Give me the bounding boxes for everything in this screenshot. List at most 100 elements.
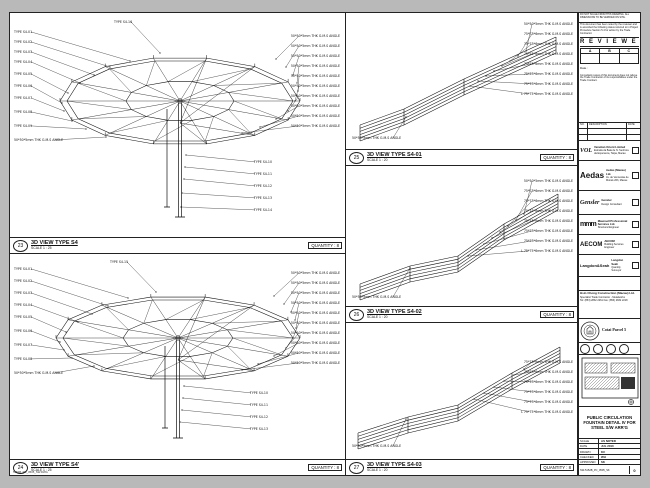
svg-text:50*50*5mm THK G.M.S ANGLE: 50*50*5mm THK G.M.S ANGLE [291, 114, 340, 118]
svg-text:75*75*6mm THK G.M.S ANGLE: 75*75*6mm THK G.M.S ANGLE [524, 189, 573, 193]
field-date: DATE JUL 2010 [579, 443, 640, 449]
svg-text:50*50*5mm THK G.M.S ANGLE: 50*50*5mm THK G.M.S ANGLE [291, 321, 340, 325]
svg-text:TYPE S4-05: TYPE S4-05 [13, 72, 32, 76]
detail-number-bubble: 26 [349, 308, 364, 321]
drawing-canvas-s4-03: 75*75*6mm THK G.M.S ANGLE 75*75*6mm THK G… [352, 346, 573, 450]
view-scale: SCALE 1 : 20 [367, 157, 388, 162]
svg-text:75*75*6mm THK G.M.S ANGLE: 75*75*6mm THK G.M.S ANGLE [524, 82, 573, 86]
svg-text:50*50*5mm THK G.M.S ANGLE: 50*50*5mm THK G.M.S ANGLE [291, 351, 340, 355]
panel-title-strip: 23 3D VIEW TYPE S4 SCALE 1 : 25 QUANTITY… [10, 237, 345, 253]
checkbox [632, 221, 639, 228]
svg-text:50*50*5mm THK G.M.S ANGLE: 50*50*5mm THK G.M.S ANGLE [291, 311, 340, 315]
field-drawn: DRAWN KC [579, 448, 640, 454]
field-scale: SCALE AS NOTED [580, 439, 616, 444]
svg-text:75*75*6mm THK G.M.S ANGLE: 75*75*6mm THK G.M.S ANGLE [524, 62, 573, 66]
detail-number-bubble: 27 [349, 461, 364, 474]
view-title: 3D VIEW TYPE S4-03 [367, 461, 422, 468]
svg-text:75*75*6mm THK G.M.S ANGLE: 75*75*6mm THK G.M.S ANGLE [524, 199, 573, 203]
view-title: 3D VIEW TYPE S4 [31, 239, 78, 246]
detail-number-bubble: 24 [13, 461, 28, 474]
plot-file-note: 5152B_PC_0505_SW.DWG [13, 470, 48, 474]
company-structural: mmm Maunsell Professional Services Ltd.S… [579, 215, 640, 235]
revision-row [579, 128, 640, 134]
quantity-label: QUANTITY : 8 [308, 242, 342, 249]
quantity-label: QUANTITY : 8 [540, 311, 574, 318]
svg-text:50*50*5mm THK G.M.S ANGLE: 50*50*5mm THK G.M.S ANGLE [14, 138, 63, 142]
quantity-label: QUANTITY : 8 [308, 464, 342, 471]
svg-text:TYPE S4-16: TYPE S4-16 [113, 20, 132, 24]
status-tick-row [580, 52, 639, 64]
svg-text:TYPE S4-11: TYPE S4-11 [253, 172, 272, 176]
svg-text:TYPE S4-04: TYPE S4-04 [13, 60, 32, 64]
view-scale: SCALE 1 : 20 [367, 314, 388, 319]
aedas-logo: Aedas [580, 171, 605, 180]
svg-text:75*75*6mm THK G.M.S ANGLE: 75*75*6mm THK G.M.S ANGLE [524, 380, 573, 384]
panel-3d-view-s4-03: 75*75*6mm THK G.M.S ANGLE 75*75*6mm THK G… [346, 323, 578, 475]
drawing-canvas-s4-02: 50*50*5mm THK G.M.S ANGLE 75*75*6mm THK G… [352, 179, 573, 301]
title-block: DO NOT SCALE FROM THIS DRAWING. ALL DIME… [578, 13, 640, 475]
svg-text:75*75*6mm THK G.M.S ANGLE: 75*75*6mm THK G.M.S ANGLE [524, 360, 573, 364]
panel-3d-view-s4-01: 50*50*5mm THK G.M.S ANGLE 75*75*6mm THK G… [346, 13, 578, 166]
svg-text:50*50*5mm THK G.M.S ANGLE: 50*50*5mm THK G.M.S ANGLE [291, 34, 340, 38]
svg-text:TYPE S4-07: TYPE S4-07 [13, 96, 32, 100]
svg-text:TYPE S4-07: TYPE S4-07 [13, 343, 32, 347]
reviewed-title: R E V I E W E D [580, 36, 640, 47]
svg-text:75*75*6mm THK G.M.S ANGLE: 75*75*6mm THK G.M.S ANGLE [524, 390, 573, 394]
svg-text:TYPE S4-10: TYPE S4-10 [253, 160, 272, 164]
panel-title-strip: 24 3D VIEW TYPE S4' SCALE 1 : 25 QUANTIT… [10, 459, 345, 475]
empty-consultant-slot [579, 277, 640, 291]
svg-text:TYPE S4-10: TYPE S4-10 [249, 391, 268, 395]
view-scale: SCALE 1 : 25 [31, 467, 52, 472]
stamp-circle-icon [619, 343, 629, 354]
checkbox [632, 172, 639, 179]
svg-text:50*50*5mm THK G.M.S ANGLE: 50*50*5mm THK G.M.S ANGLE [291, 341, 340, 345]
svg-text:50*50*5mm THK G.M.S ANGLE: 50*50*5mm THK G.M.S ANGLE [352, 444, 401, 448]
aecom-logo: AECOM [580, 241, 603, 248]
svg-text:TYPE S4-15: TYPE S4-15 [109, 260, 128, 264]
stamp-circle-icon [580, 343, 590, 354]
svg-text:50*50*5mm THK G.M.S ANGLE: 50*50*5mm THK G.M.S ANGLE [291, 291, 340, 295]
svg-text:75*75*6mm THK G.M.S ANGLE: 75*75*6mm THK G.M.S ANGLE [524, 42, 573, 46]
panel-title-strip: 25 3D VIEW TYPE S4-01 SCALE 1 : 20 QUANT… [346, 149, 577, 165]
svg-text:L 75*75*6mm THK G.M.S ANGLE: L 75*75*6mm THK G.M.S ANGLE [521, 249, 573, 253]
svg-text:TYPE S4-03: TYPE S4-03 [13, 291, 32, 295]
stamp-footnote: Consultant review of this document does … [580, 73, 638, 83]
svg-text:50*50*5mm THK G.M.S ANGLE: 50*50*5mm THK G.M.S ANGLE [524, 22, 573, 26]
gensler-logo: Gensler [580, 199, 600, 206]
drawing-title: PUBLIC CIRCULATION FOUNTAIN DETAIL IV FO… [579, 407, 640, 439]
svg-text:50*50*5mm THK G.M.S ANGLE: 50*50*5mm THK G.M.S ANGLE [291, 84, 340, 88]
quantity-label: QUANTITY : 8 [540, 154, 574, 161]
svg-text:50*50*5mm THK G.M.S ANGLE: 50*50*5mm THK G.M.S ANGLE [352, 136, 401, 140]
panel-title-strip: 26 3D VIEW TYPE S4-02 SCALE 1 : 20 QUANT… [346, 306, 577, 322]
svg-text:TYPE S4-06: TYPE S4-06 [13, 84, 32, 88]
drawing-canvas-s4-01: 50*50*5mm THK G.M.S ANGLE 75*75*6mm THK G… [352, 22, 573, 142]
svg-text:50*50*5mm THK G.M.S ANGLE: 50*50*5mm THK G.M.S ANGLE [291, 74, 340, 78]
svg-text:50*50*5mm THK G.M.S ANGLE: 50*50*5mm THK G.M.S ANGLE [291, 124, 340, 128]
drawing-number-strip: SW-5152B_PC_0505_SK 0 [579, 465, 640, 475]
svg-text:75*75*6mm THK G.M.S ANGLE: 75*75*6mm THK G.M.S ANGLE [524, 72, 573, 76]
revision-header: NO. DESCRIPTION DATE [580, 123, 635, 128]
stamp-circle-icon [593, 343, 603, 354]
project-seal-text: Cotai Parcel 5 [602, 327, 627, 333]
svg-text:50*50*5mm THK G.M.S ANGLE: 50*50*5mm THK G.M.S ANGLE [352, 295, 401, 299]
svg-text:TYPE S4-01: TYPE S4-01 [13, 30, 32, 34]
svg-text:50*50*5mm THK G.M.S ANGLE: 50*50*5mm THK G.M.S ANGLE [291, 44, 340, 48]
view-title: 3D VIEW TYPE S4' [31, 461, 80, 468]
svg-text:TYPE S4-05: TYPE S4-05 [13, 315, 32, 319]
status-a: A [581, 48, 601, 53]
svg-text:75*75*6mm THK G.M.S ANGLE: 75*75*6mm THK G.M.S ANGLE [524, 400, 573, 404]
view-scale: SCALE 1 : 20 [367, 467, 388, 472]
svg-text:75*75*6mm THK G.M.S ANGLE: 75*75*6mm THK G.M.S ANGLE [524, 219, 573, 223]
revision-table: NO. DESCRIPTION DATE [579, 123, 640, 141]
svg-text:L 75*75*6mm THK G.M.S ANGLE: L 75*75*6mm THK G.M.S ANGLE [521, 92, 573, 96]
checkbox [632, 262, 639, 269]
svg-text:TYPE S4-13: TYPE S4-13 [249, 427, 268, 431]
svg-text:TYPE S4-01: TYPE S4-01 [13, 267, 32, 271]
